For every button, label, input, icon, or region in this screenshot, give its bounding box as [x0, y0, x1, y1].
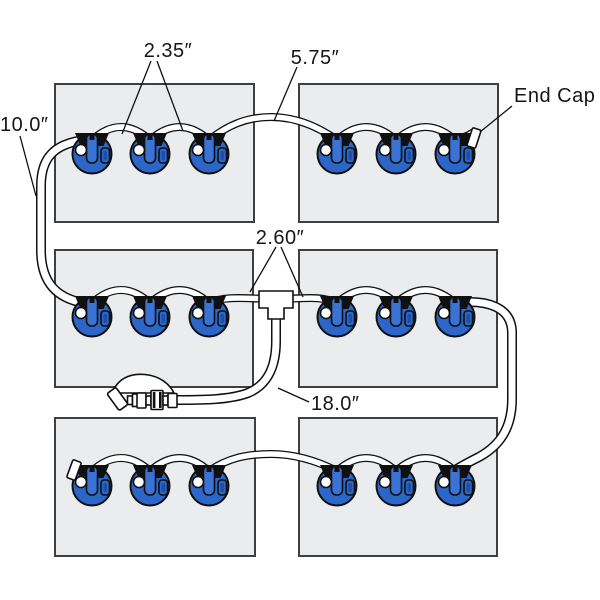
valve-icon	[129, 132, 171, 175]
valve-icon	[434, 464, 476, 507]
tee-fitting	[258, 290, 294, 320]
dimension-labels: 2.35″ 5.75″ 10.0″ End Cap 2.60″ 18.0″	[0, 40, 595, 415]
valve-icon	[129, 464, 171, 507]
valve-icon	[71, 295, 113, 338]
coupler-body-band	[159, 392, 162, 408]
leader-supply-drop	[277, 387, 310, 403]
coupler-segment	[136, 392, 147, 409]
valve-icon	[316, 464, 358, 507]
valve-icon	[434, 295, 476, 338]
valve-icon	[129, 295, 171, 338]
valve-icon	[316, 132, 358, 175]
label-end-cap: End Cap	[514, 85, 595, 107]
valve-icon	[71, 132, 113, 175]
leader-tee-spacing	[280, 246, 304, 298]
coupler-body-band	[152, 392, 156, 408]
label-left-jumper-length: 10.0″	[0, 114, 49, 136]
leader-lines	[19, 60, 513, 403]
leader-left-jumper	[19, 135, 37, 197]
valve-icon	[375, 464, 417, 507]
end-cap-bottom-left	[66, 459, 82, 481]
leader-group-spacing	[273, 66, 298, 122]
label-supply-drop-length: 18.0″	[311, 393, 360, 415]
valve-icon	[188, 295, 230, 338]
label-valve-spacing: 2.35″	[144, 40, 193, 62]
coupler-cover-dome	[111, 373, 176, 394]
valve-icon	[316, 295, 358, 338]
end-cap-top-right	[466, 127, 482, 149]
quick-connect-coupler	[106, 373, 178, 411]
label-group-spacing: 5.75″	[291, 47, 340, 69]
label-tee-spacing: 2.60″	[256, 227, 305, 249]
leader-end-cap	[479, 105, 513, 133]
leader-valve-spacing	[121, 60, 152, 135]
valve-icon	[188, 132, 230, 175]
leader-tee-spacing	[249, 246, 277, 293]
valve-icon	[375, 132, 417, 175]
valve-icon	[375, 295, 417, 338]
coupler-segment	[167, 392, 178, 409]
leader-valve-spacing	[156, 60, 184, 132]
coupler-dust-cap	[106, 387, 129, 411]
valve-icon	[188, 464, 230, 507]
